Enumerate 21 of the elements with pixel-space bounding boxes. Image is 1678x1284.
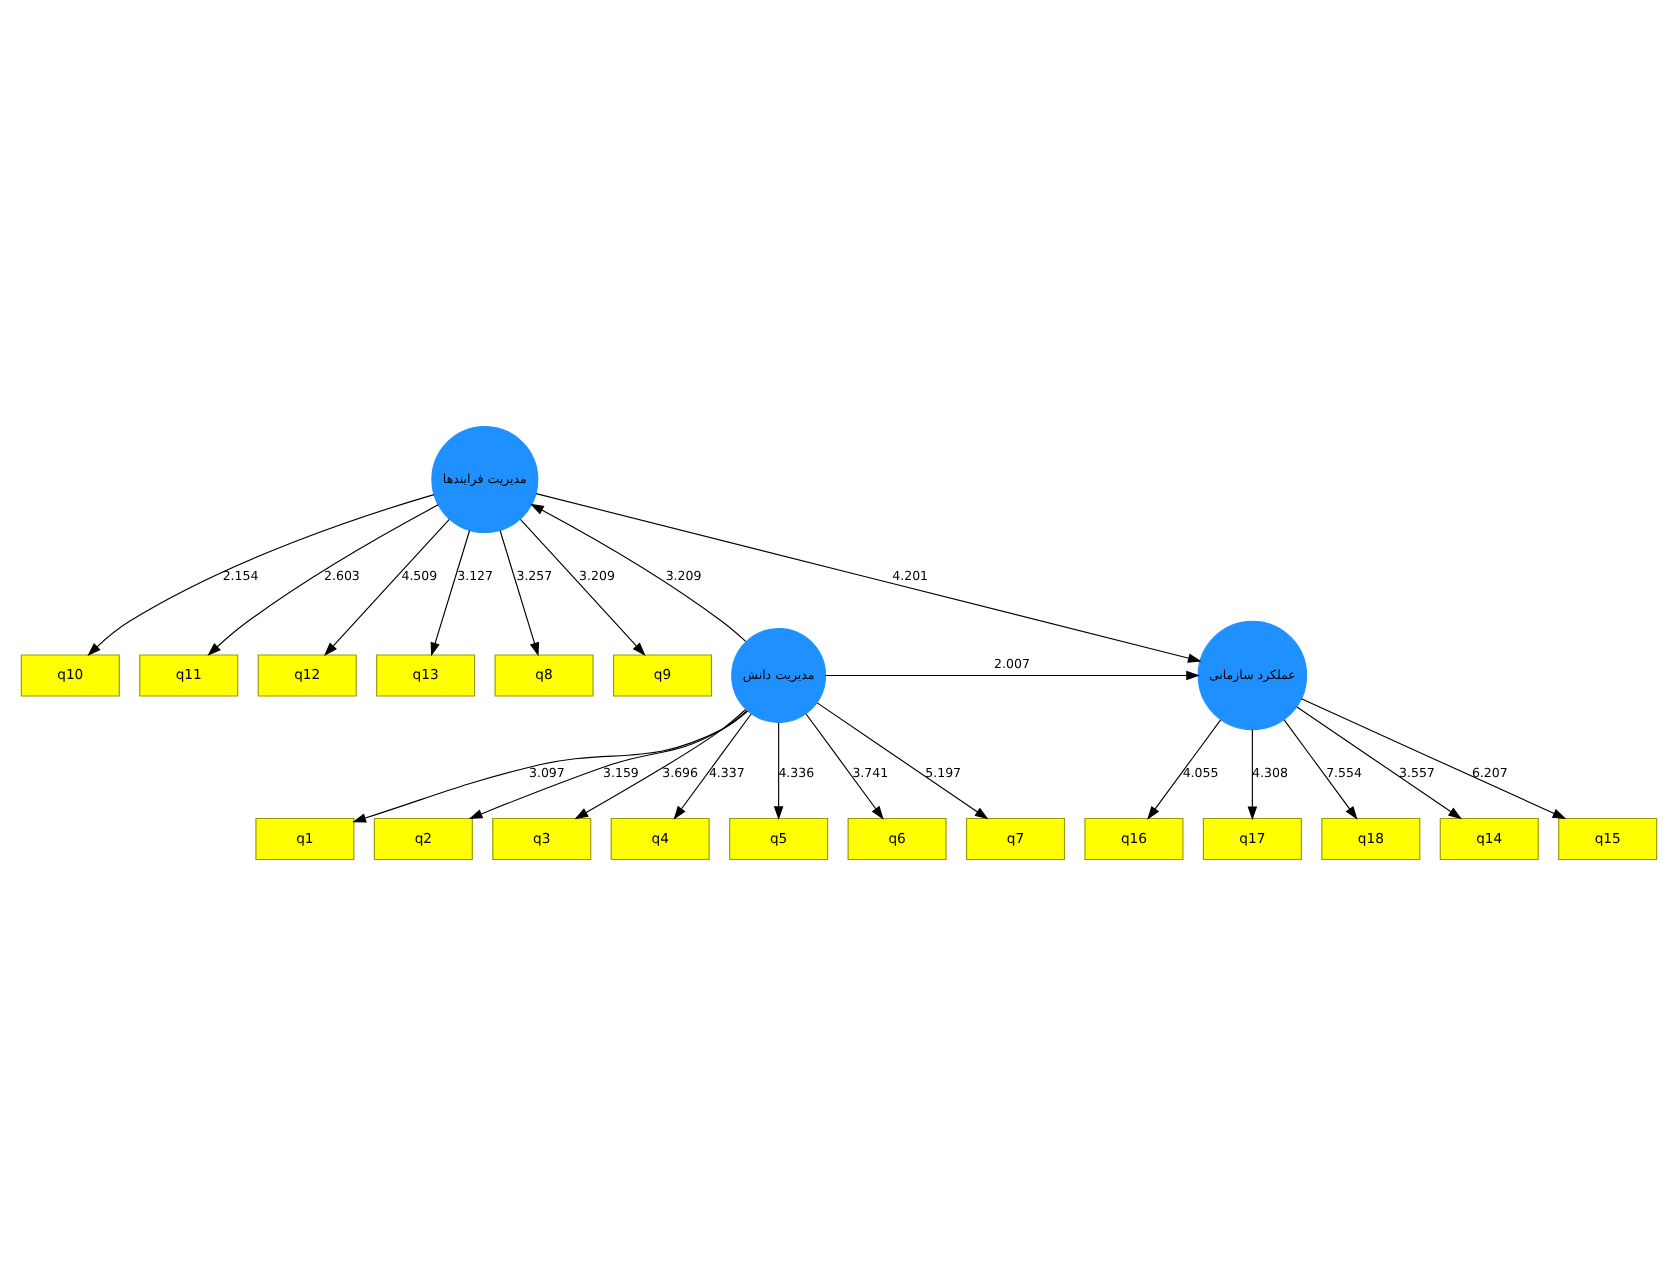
- arrow: [1247, 728, 1258, 820]
- arrow: [773, 721, 784, 820]
- arrow: [535, 492, 1202, 662]
- arrow: [87, 493, 435, 655]
- arrow: [499, 528, 540, 656]
- arrow: [207, 503, 439, 655]
- arrow: [673, 712, 752, 819]
- arrow: [352, 709, 749, 822]
- arrow: [430, 528, 471, 656]
- arrow: [468, 709, 748, 818]
- arrow: [519, 517, 646, 655]
- arrow: [324, 517, 450, 655]
- arrow: [825, 669, 1200, 680]
- arrow: [1283, 718, 1358, 819]
- arrow: [1296, 705, 1462, 819]
- arrow: [1147, 718, 1222, 819]
- arrow: [1300, 697, 1567, 819]
- arrow: [530, 502, 747, 641]
- arrow: [816, 701, 989, 819]
- arrow: [574, 707, 747, 819]
- arrow: [805, 712, 884, 819]
